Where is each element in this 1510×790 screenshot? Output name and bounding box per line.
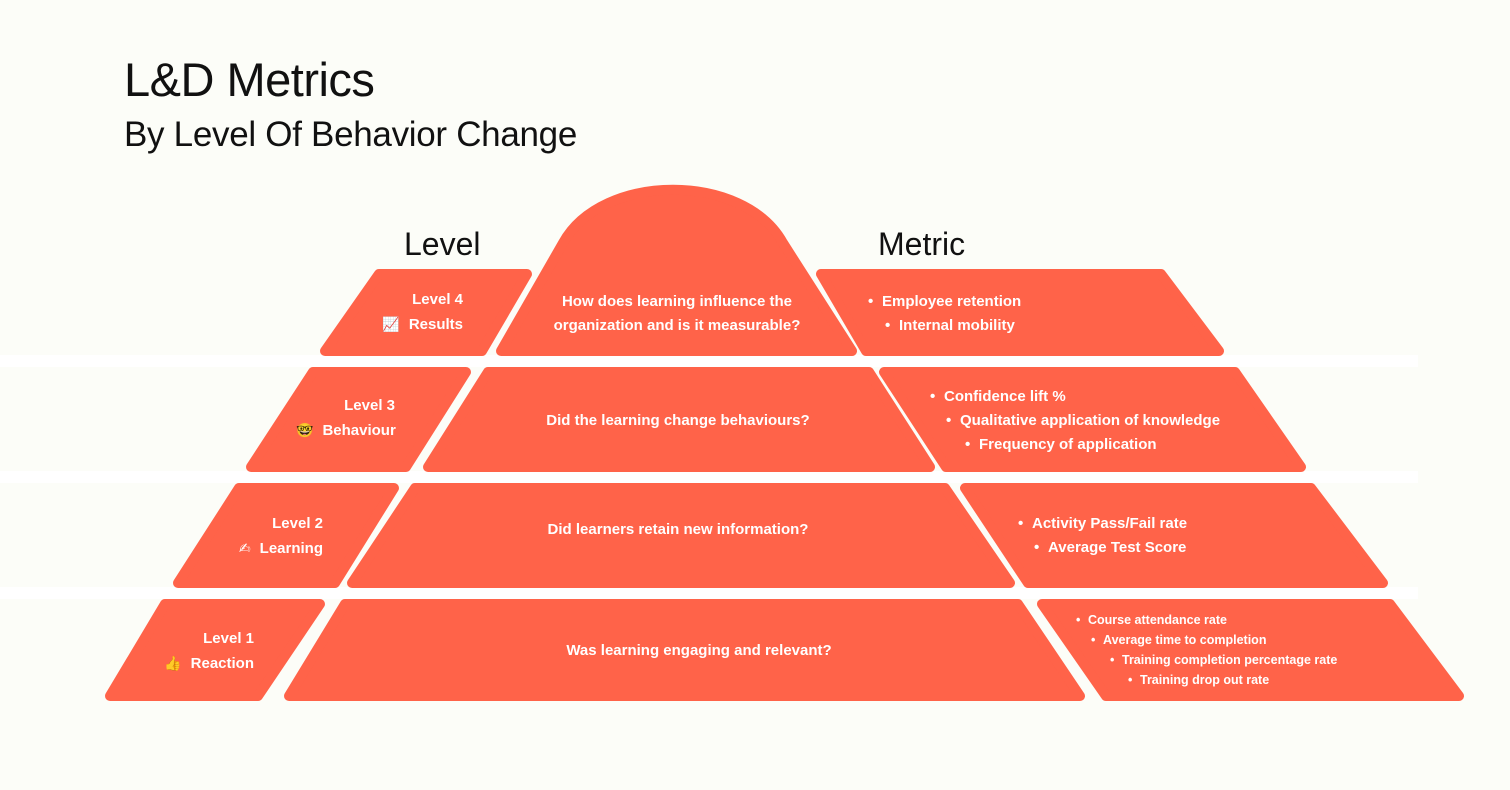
tier-2-question: Did learners retain new information? xyxy=(548,518,809,542)
tier-4-question-dome xyxy=(496,184,857,356)
level-name: Reaction xyxy=(190,655,254,672)
metric-item: Course attendance rate xyxy=(1076,610,1337,630)
level-column-heading: Level xyxy=(404,226,481,262)
tier-3-level-label: Level 3 🤓 Behaviour xyxy=(296,394,396,443)
tier-4-level-label: Level 4 📈 Results xyxy=(382,288,463,337)
metric-item: Internal mobility xyxy=(885,314,1021,338)
level-name-row: 🤓 Behaviour xyxy=(296,418,396,443)
nerd-face-icon: 🤓 xyxy=(296,422,314,438)
metric-item: Training drop out rate xyxy=(1128,670,1337,690)
metric-item: Activity Pass/Fail rate xyxy=(1018,512,1187,536)
tier-1-question: Was learning engaging and relevant? xyxy=(566,639,831,663)
question-line: Was learning engaging and relevant? xyxy=(566,642,832,659)
metric-item: Employee retention xyxy=(868,290,1021,314)
level-name-row: ✍ Learning xyxy=(228,536,323,561)
question-line: Did the learning change behaviours? xyxy=(546,412,810,429)
level-name: Learning xyxy=(259,540,323,557)
tier-1-level-label: Level 1 👍 Reaction xyxy=(158,627,254,676)
tier-1-metrics: Course attendance rate Average time to c… xyxy=(1076,610,1337,690)
tier-3-level-tile xyxy=(246,367,471,472)
question-line: How does learning influence the xyxy=(561,293,793,310)
metric-item: Qualitative application of knowledge xyxy=(946,409,1220,433)
tier-2-question-tile xyxy=(347,483,1015,588)
tier-separator xyxy=(0,355,1418,367)
metric-column-heading: Metric xyxy=(878,226,966,262)
metric-item: Average time to completion xyxy=(1091,630,1337,650)
tier-separator xyxy=(0,587,1418,599)
level-number: Level 3 xyxy=(344,397,395,414)
tier-4-question: How does learning influence the organiza… xyxy=(554,290,801,338)
tier-3-question: Did the learning change behaviours? xyxy=(546,409,809,433)
page-subtitle: By Level Of Behavior Change xyxy=(124,115,578,154)
metric-item: Training completion percentage rate xyxy=(1110,650,1337,670)
metric-item: Average Test Score xyxy=(1034,536,1187,560)
level-number: Level 1 xyxy=(203,630,254,647)
tier-4-level-tile xyxy=(320,269,532,356)
tier-3-metrics: Confidence lift % Qualitative applicatio… xyxy=(930,385,1220,457)
chart-increasing-icon: 📈 xyxy=(382,316,400,332)
level-name: Results xyxy=(408,316,463,333)
question-line: organization and is it measurable? xyxy=(553,317,801,334)
tier-2-metrics: Activity Pass/Fail rate Average Test Sco… xyxy=(1018,512,1187,560)
level-number: Level 4 xyxy=(412,291,463,308)
thumbs-up-icon: 👍 xyxy=(164,655,182,671)
tier-4-metrics: Employee retention Internal mobility xyxy=(868,290,1021,338)
tier-1-question-tile xyxy=(284,599,1085,701)
page-title: L&D Metrics xyxy=(124,53,375,106)
level-name-row: 👍 Reaction xyxy=(158,651,254,676)
level-name-row: 📈 Results xyxy=(382,312,463,337)
tier-2-level-label: Level 2 ✍ Learning xyxy=(228,512,323,561)
tier-3-question-tile xyxy=(423,367,935,472)
tier-separator xyxy=(0,471,1418,483)
metric-item: Frequency of application xyxy=(965,433,1220,457)
writing-hand-icon: ✍ xyxy=(238,540,251,556)
tier-1-level-tile xyxy=(105,599,325,701)
question-line: Did learners retain new information? xyxy=(547,521,809,538)
metric-item: Confidence lift % xyxy=(930,385,1220,409)
tier-2-level-tile xyxy=(173,483,399,588)
level-number: Level 2 xyxy=(272,515,323,532)
level-name: Behaviour xyxy=(322,422,396,439)
